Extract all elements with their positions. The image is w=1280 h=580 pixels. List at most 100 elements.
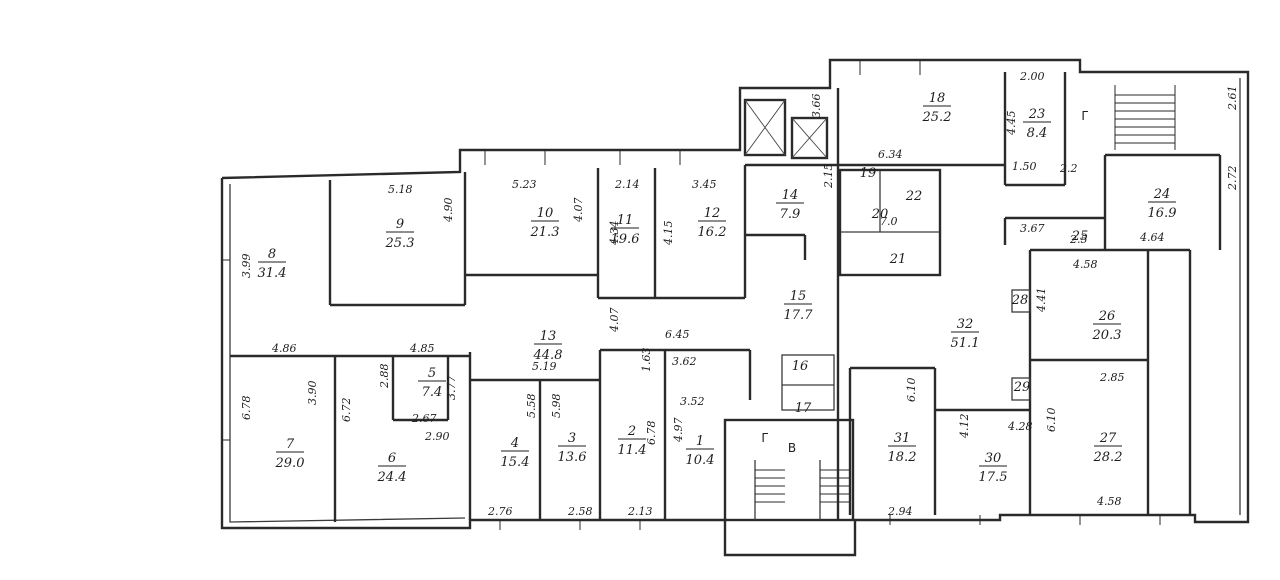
dimension-label: 2.67 bbox=[411, 412, 437, 425]
room-number: 29 bbox=[1013, 380, 1031, 395]
dimension-label: 4.07 bbox=[608, 308, 621, 334]
dimension-label: 5.19 bbox=[532, 360, 557, 373]
room-label-28: 28 bbox=[1011, 293, 1029, 308]
room-area: 7.9 bbox=[780, 207, 801, 222]
dimension-label: 5.18 bbox=[388, 183, 413, 196]
room-number: 4 bbox=[510, 436, 519, 451]
room-area: 24.4 bbox=[377, 470, 407, 485]
room-label-22: 22 bbox=[905, 189, 923, 204]
room-label-25: 25 bbox=[1071, 229, 1089, 244]
dimension-label: 4.64 bbox=[1139, 231, 1165, 244]
dimension-label: 3.66 bbox=[810, 94, 823, 119]
room-number: 8 bbox=[268, 247, 276, 262]
room-label-3: 313.6 bbox=[558, 431, 587, 465]
room-number: 16 bbox=[792, 359, 809, 374]
window-marks bbox=[222, 60, 1161, 530]
dimension-label: 4.45 bbox=[1005, 111, 1018, 137]
room-area: 25.2 bbox=[922, 110, 952, 125]
dimension-label: 7.0 bbox=[880, 215, 898, 228]
room-number: 21 bbox=[889, 252, 907, 267]
room-number: 14 bbox=[782, 188, 799, 203]
room-number: 13 bbox=[540, 329, 557, 344]
room-number: 27 bbox=[1099, 431, 1117, 446]
dimension-label: 4.90 bbox=[442, 198, 455, 224]
dimension-label: 4.07 bbox=[572, 198, 585, 224]
dimension-label: 2.00 bbox=[1019, 70, 1045, 83]
room-number: 19 bbox=[860, 166, 877, 181]
room-number: 24 bbox=[1153, 187, 1171, 202]
dimension-label: 6.10 bbox=[1045, 408, 1058, 433]
dimension-label: 2.88 bbox=[378, 364, 391, 390]
room-area: 16.9 bbox=[1148, 206, 1177, 221]
stair-b-treads bbox=[755, 469, 850, 503]
room-label-20: 20 bbox=[871, 207, 889, 222]
stair-g-letter: Г bbox=[761, 431, 768, 445]
dimension-label: 1.63 bbox=[640, 348, 653, 373]
room-label-7: 729.0 bbox=[275, 437, 305, 471]
dimension-label: 2.13 bbox=[627, 505, 653, 518]
dimension-label: 3.99 bbox=[240, 254, 253, 279]
dimension-label: 5.23 bbox=[512, 178, 537, 191]
room-area: 7.4 bbox=[422, 385, 443, 400]
room-label-12: 12 16.2 bbox=[698, 206, 727, 240]
dimension-label: 4.34 bbox=[608, 221, 621, 247]
stair-g-letter-east: Г bbox=[1081, 109, 1088, 123]
dimension-label: 2.58 bbox=[567, 505, 593, 518]
room-label-5: 57.4 bbox=[418, 366, 446, 400]
room-label-27: 27 28.2 bbox=[1093, 431, 1123, 465]
dimension-label: 2.94 bbox=[887, 505, 913, 518]
room-area: 44.8 bbox=[533, 348, 563, 363]
room-label-23: 238.4 bbox=[1023, 107, 1051, 141]
dimension-label: 3.45 bbox=[692, 178, 717, 191]
dimension-label: 4.15 bbox=[662, 221, 675, 247]
room-area: 28.2 bbox=[1093, 450, 1123, 465]
room-number: 10 bbox=[537, 206, 554, 221]
dimension-label: 2.14 bbox=[614, 178, 640, 191]
room-area: 20.3 bbox=[1092, 328, 1122, 343]
room-number: 20 bbox=[871, 207, 889, 222]
room-number: 12 bbox=[704, 206, 721, 221]
dimension-label: 2.15 bbox=[822, 164, 835, 190]
dimension-label: 1.50 bbox=[1012, 160, 1037, 173]
dimension-label: 3.67 bbox=[1020, 222, 1045, 235]
room-number: 5 bbox=[428, 366, 436, 381]
room-area: 17.7 bbox=[784, 308, 814, 323]
room-label-19: 19 bbox=[860, 166, 877, 181]
room-number: 7 bbox=[286, 437, 295, 452]
dimension-label: 6.10 bbox=[905, 378, 918, 403]
stair-b-letter: В bbox=[788, 441, 796, 455]
dimension-label: 3.90 bbox=[306, 381, 319, 406]
room-number: 11 bbox=[617, 213, 634, 228]
room-label-9: 925.3 bbox=[385, 217, 415, 251]
room-number: 26 bbox=[1098, 309, 1116, 324]
room-area: 10.4 bbox=[686, 453, 715, 468]
dimension-label: 4.58 bbox=[1072, 258, 1098, 271]
room-labels: 110.4211.4313.6415.457.4624.4729.0831.49… bbox=[258, 91, 1177, 485]
dimension-label: 2.76 bbox=[487, 505, 513, 518]
room-number: 9 bbox=[396, 217, 404, 232]
interior-walls bbox=[222, 60, 1222, 530]
room-area: 25.3 bbox=[385, 236, 415, 251]
room-label-29: 29 bbox=[1013, 380, 1031, 395]
room-number: 18 bbox=[929, 91, 946, 106]
room-number: 23 bbox=[1028, 107, 1046, 122]
dimension-label: 5.58 bbox=[525, 394, 538, 419]
room-number: 2 bbox=[627, 424, 636, 439]
dimension-label: 5.98 bbox=[550, 394, 563, 419]
room-number: 3 bbox=[568, 431, 576, 446]
room-area: 51.1 bbox=[951, 336, 980, 351]
room-label-21: 21 bbox=[889, 252, 907, 267]
room-number: 6 bbox=[388, 451, 396, 466]
room-label-17: 17 bbox=[795, 401, 812, 416]
dimension-label: 2.2 bbox=[1059, 162, 1078, 175]
room-number: 22 bbox=[905, 189, 923, 204]
room-area: 11.4 bbox=[618, 443, 647, 458]
room-label-2: 211.4 bbox=[618, 424, 647, 458]
room-area: 18.2 bbox=[888, 450, 917, 465]
room-number: 17 bbox=[795, 401, 812, 416]
room-area: 16.2 bbox=[698, 225, 727, 240]
dimension-label: 3.52 bbox=[680, 395, 705, 408]
